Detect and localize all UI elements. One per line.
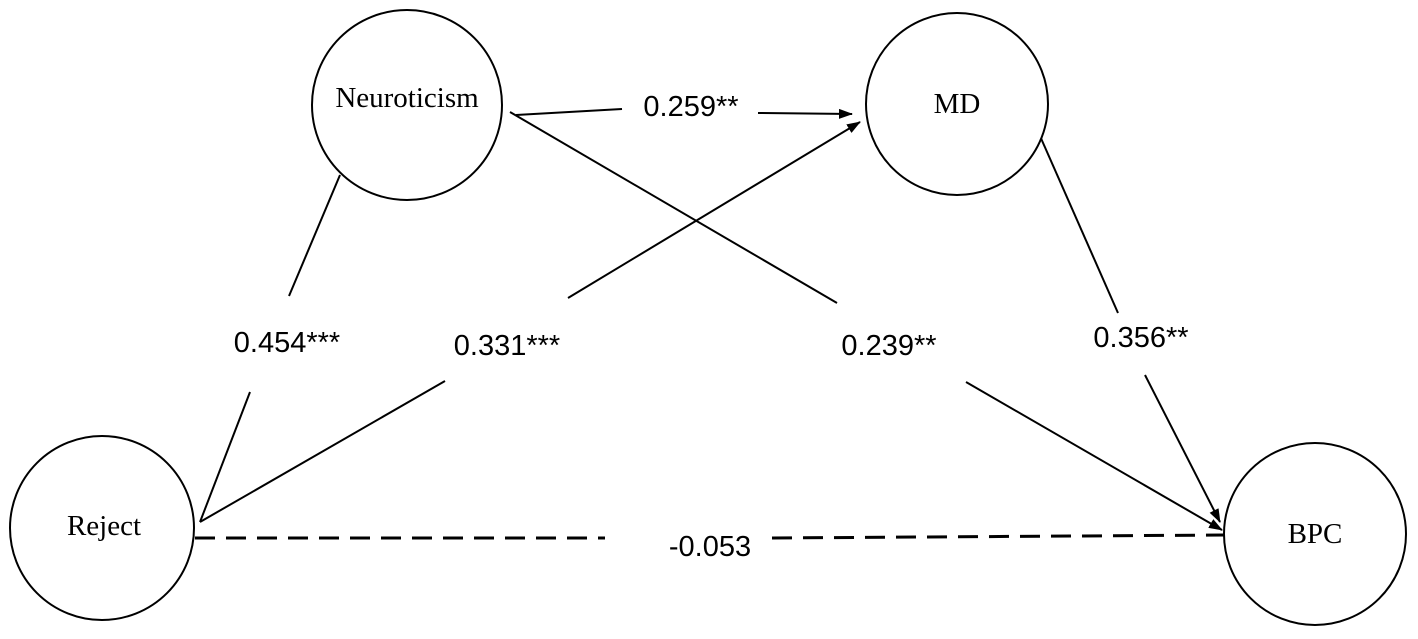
edge-neuroticism-reject-lower: [199, 391, 251, 523]
edge-reject-md-upper: [567, 121, 861, 299]
node-neuroticism: Neuroticism: [311, 9, 503, 201]
coef-md-bpc: 0.356**: [1093, 322, 1188, 354]
edge-neuroticism-reject-upper: [288, 174, 341, 297]
coef-neuroticism-reject: 0.454***: [234, 327, 340, 359]
edge-neuroticism-bpc-lower: [965, 381, 1223, 531]
edge-reject-bpc-right: [771, 533, 1226, 540]
coef-neuroticism-md: 0.259**: [643, 91, 738, 123]
edge-md-bpc-upper: [1039, 135, 1119, 314]
coef-neuroticism-bpc: 0.239**: [841, 330, 936, 362]
node-bpc-label: BPC: [1288, 518, 1343, 550]
node-reject: Reject: [9, 435, 195, 621]
edge-neuroticism-md-start: [515, 108, 623, 116]
node-md-label: MD: [934, 88, 981, 120]
node-bpc: BPC: [1223, 442, 1407, 626]
coef-reject-bpc: -0.053: [669, 531, 751, 563]
coef-reject-md: 0.331***: [454, 330, 560, 362]
node-neuroticism-label: Neuroticism: [335, 82, 479, 114]
edge-neuroticism-bpc-upper: [509, 111, 838, 304]
edge-neuroticism-md-end: [757, 108, 853, 119]
node-md: MD: [865, 12, 1049, 196]
node-reject-label: Reject: [67, 510, 141, 542]
edge-md-bpc-lower: [1144, 374, 1221, 523]
edge-reject-md-lower: [199, 380, 446, 523]
